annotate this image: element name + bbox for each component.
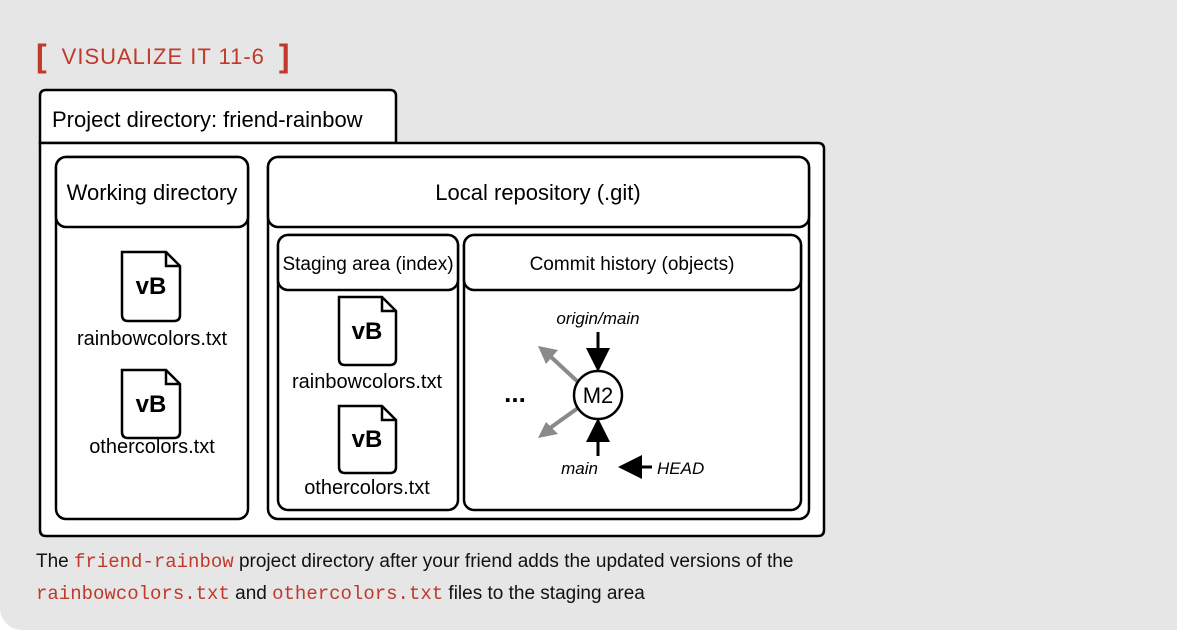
- caption-text: The: [36, 551, 75, 572]
- file-icon: [337, 404, 398, 475]
- file-name: rainbowcolors.txt: [77, 328, 228, 350]
- file-icon-label: vB: [136, 391, 167, 418]
- caption-text: files to the staging area: [443, 583, 645, 604]
- history-ellipsis: ...: [504, 378, 526, 408]
- working-directory-label: Working directory: [67, 180, 238, 205]
- title-text: VISUALIZE IT 11-6: [61, 44, 265, 69]
- caption-text: project directory after your friend adds…: [233, 551, 794, 572]
- staging-area-label: Staging area (index): [282, 254, 453, 275]
- main-branch-ref: main: [561, 459, 598, 478]
- commit-label: M2: [583, 383, 614, 408]
- title-bracket-open: [: [36, 38, 48, 74]
- file-icon-label: vB: [136, 273, 167, 300]
- file-icon: [120, 368, 182, 440]
- local-repository-header: [266, 155, 811, 229]
- caption-text: and: [229, 583, 273, 604]
- working-directory-header: [54, 155, 250, 229]
- commit-history-header: [462, 233, 803, 292]
- local-repository-label: Local repository (.git): [435, 180, 640, 205]
- staging-area-header: [276, 233, 460, 292]
- file-icon: [120, 250, 182, 323]
- origin-main-ref: origin/main: [556, 309, 639, 328]
- commit-history-label: Commit history (objects): [530, 254, 735, 275]
- caption-code: rainbowcolors.txt: [36, 583, 230, 605]
- parent-arrow: [538, 406, 580, 438]
- parent-arrow: [538, 346, 580, 384]
- file-icon: [337, 295, 398, 367]
- project-label: Project directory: friend-rainbow: [52, 107, 363, 132]
- file-name: othercolors.txt: [304, 477, 430, 499]
- title-bracket-close: ]: [278, 38, 291, 74]
- caption-code: othercolors.txt: [272, 583, 444, 605]
- file-icon-label: vB: [352, 318, 383, 345]
- caption-code: friend-rainbow: [74, 551, 234, 573]
- figure-caption: The friend-rainbow project directory aft…: [36, 546, 1136, 610]
- file-name: rainbowcolors.txt: [292, 371, 443, 393]
- visualize-title: [ VISUALIZE IT 11-6]: [36, 38, 291, 75]
- file-name: othercolors.txt: [89, 436, 215, 458]
- file-icon-label: vB: [352, 426, 383, 453]
- head-ref: HEAD: [657, 459, 704, 478]
